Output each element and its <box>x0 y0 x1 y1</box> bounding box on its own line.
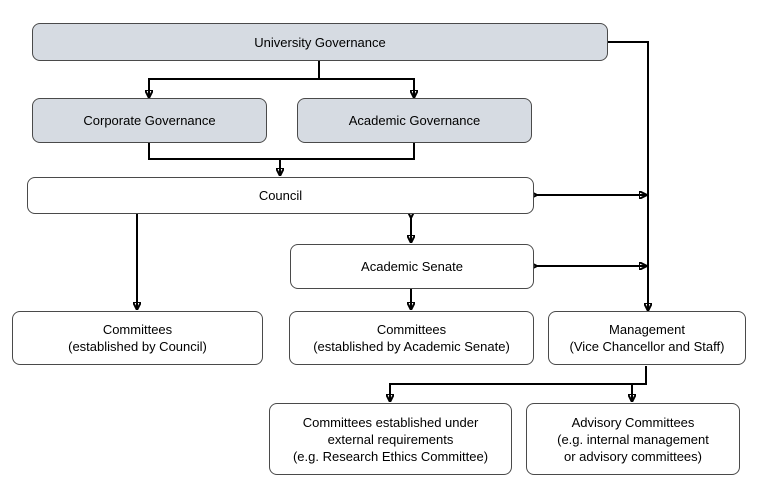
committees-senate-line1: Committees <box>376 322 447 337</box>
label-council: Council <box>258 188 303 203</box>
committees-external-line3: (e.g. Research Ethics Committee) <box>292 448 489 464</box>
committees-external-line1: Committees established under <box>302 414 479 430</box>
committees-council-line2: (established by Council) <box>68 339 207 354</box>
label-corporate-governance: Corporate Governance <box>83 113 216 128</box>
label-academic-senate: Academic Senate <box>361 259 463 274</box>
node-academic-senate: Academic Senate <box>290 244 534 289</box>
connector-management-split <box>390 366 647 401</box>
management-line2: (Vice Chancellor and Staff) <box>569 339 725 354</box>
committees-council-line1: Committees <box>102 322 173 337</box>
management-line1: Management <box>609 322 685 337</box>
committees-senate-line2: (established by Academic Senate) <box>313 339 510 354</box>
advisory-committees-line3: or advisory committees) <box>564 448 702 464</box>
node-committees-council: Committees (established by Council) <box>12 311 263 365</box>
connector-ug-management <box>608 41 648 310</box>
node-management: Management (Vice Chancellor and Staff) <box>548 311 746 365</box>
node-academic-governance: Academic Governance <box>297 98 532 143</box>
node-advisory-committees: Advisory Committees (e.g. internal manag… <box>526 403 740 475</box>
node-corporate-governance: Corporate Governance <box>32 98 267 143</box>
node-committees-senate: Committees (established by Academic Sena… <box>289 311 534 365</box>
label-academic-governance: Academic Governance <box>348 113 481 128</box>
advisory-committees-line1: Advisory Committees <box>571 414 695 430</box>
connector-ug-split <box>149 61 320 97</box>
node-council: Council <box>27 177 534 214</box>
node-university-governance: University Governance <box>32 23 608 61</box>
committees-external-line2: external requirements <box>327 431 454 447</box>
node-committees-external: Committees established under external re… <box>269 403 512 475</box>
connector-ug-academic <box>319 78 414 97</box>
connector-gov-merge <box>148 143 415 160</box>
label-university-governance: University Governance <box>254 34 386 50</box>
advisory-committees-line2: (e.g. internal management <box>557 431 709 447</box>
